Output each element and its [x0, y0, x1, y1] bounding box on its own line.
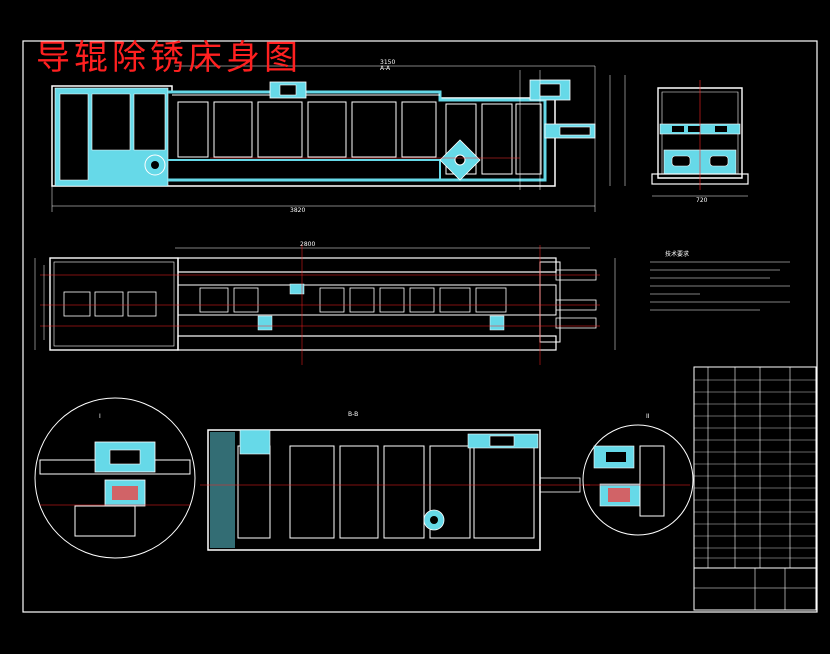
- detail-ii-label: II: [646, 413, 650, 420]
- end-view: 720: [651, 80, 749, 204]
- detail-view-ii: II: [582, 413, 694, 536]
- section-bb-label: B-B: [348, 411, 358, 418]
- drawing-title: 导辊除锈床身图: [36, 38, 302, 78]
- tech-req-title: 技术要求: [665, 250, 689, 258]
- section-bb-view: B-B: [200, 411, 590, 551]
- svg-text:720: 720: [696, 197, 708, 204]
- front-elevation-view: A-A 3150: [51, 59, 626, 214]
- svg-text:3820: 3820: [290, 207, 305, 214]
- detail-view-i: I: [34, 397, 196, 559]
- svg-text:2800: 2800: [300, 241, 315, 248]
- section-aa-label: A-A: [380, 65, 391, 72]
- plan-view: 2800: [34, 241, 616, 365]
- svg-text:3150: 3150: [380, 59, 395, 66]
- detail-i-label: I: [99, 413, 101, 420]
- right-end-assembly: [519, 70, 596, 190]
- outer-frame: [22, 40, 818, 613]
- technical-requirements: 技术要求: [650, 250, 790, 311]
- parts-list-table: [693, 366, 817, 611]
